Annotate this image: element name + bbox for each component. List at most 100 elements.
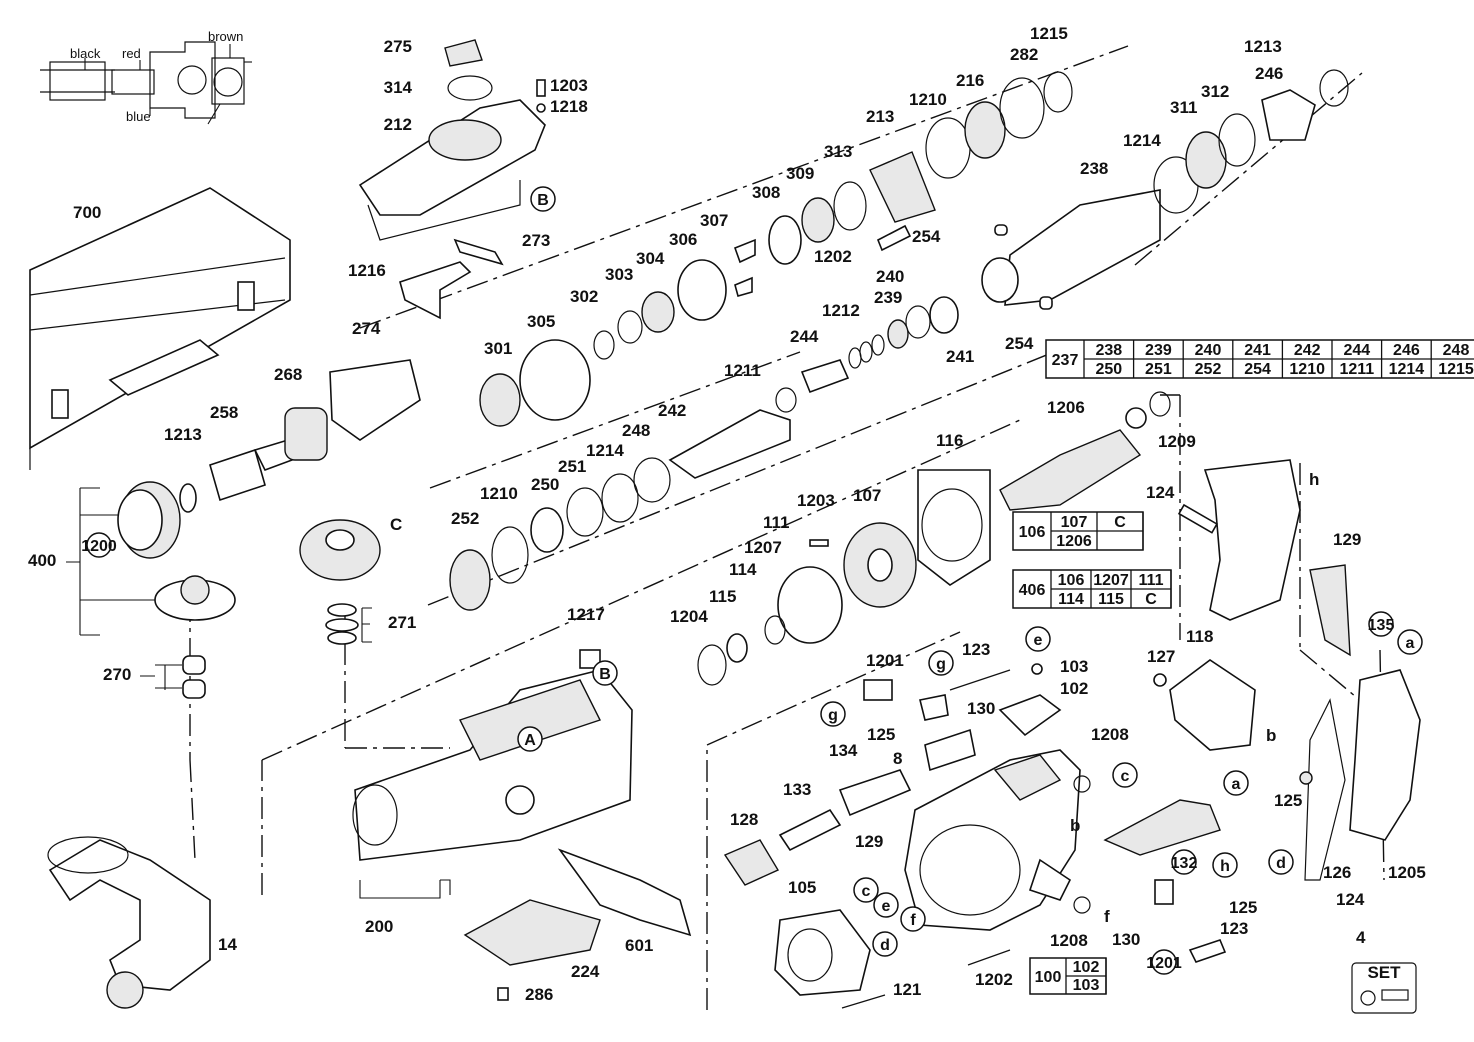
- callout-circle: [86, 532, 112, 558]
- callout-label: 1208: [1091, 725, 1129, 744]
- callout-label: 258: [210, 403, 238, 422]
- callout-circle: [517, 726, 543, 752]
- table-cell: 1210: [1289, 361, 1325, 378]
- callout-circle: [928, 650, 954, 676]
- callout-circle: [1397, 629, 1423, 655]
- callout-label: 126: [1323, 863, 1351, 882]
- table-cell: 1215: [1438, 361, 1474, 378]
- callout-label: 282: [1010, 45, 1038, 64]
- table-head-cell: 106: [1019, 524, 1046, 541]
- callout-label: 254: [912, 227, 941, 246]
- callout-label: 305: [527, 312, 555, 331]
- callout-label: e: [1034, 632, 1043, 649]
- table-cell: 244: [1343, 342, 1370, 359]
- callout-label: d: [880, 937, 890, 954]
- callout-label: 128: [730, 810, 758, 829]
- wire-label-black: black: [70, 46, 101, 61]
- callout-label: 309: [786, 164, 814, 183]
- callout-label: 127: [1147, 647, 1175, 666]
- callout-circle: [592, 660, 618, 686]
- callout-label: 1208: [1050, 931, 1088, 950]
- callout-label: a: [1406, 635, 1415, 652]
- callout-label: 125: [867, 725, 895, 744]
- callout-label: 1207: [744, 538, 782, 557]
- callout-label: 107: [853, 486, 881, 505]
- callout-label: 118: [1186, 627, 1213, 646]
- callout-label: 1205: [1388, 863, 1426, 882]
- wire-label-brown: brown: [208, 29, 243, 44]
- callout-label: 124: [1336, 890, 1365, 909]
- callout-circle: [1151, 949, 1177, 975]
- callout-label: 274: [352, 319, 381, 338]
- callout-label: 306: [669, 230, 697, 249]
- callout-label: 252: [451, 509, 479, 528]
- table-cell: 246: [1393, 342, 1420, 359]
- table-cell: 1206: [1056, 533, 1092, 550]
- callout-circle: [820, 701, 846, 727]
- callout-circle: [853, 877, 879, 903]
- callout-label: 400: [28, 551, 56, 570]
- callout-label: 254: [1005, 334, 1034, 353]
- callout-label: 313: [824, 142, 852, 161]
- side-handle: [47, 836, 211, 1009]
- gear-housing: [352, 649, 692, 1001]
- callout-label: 700: [73, 203, 101, 222]
- callout-label: 102: [1060, 679, 1088, 698]
- callout-label: 271: [388, 613, 416, 632]
- callout-label: 240: [876, 267, 904, 286]
- callout-circle: [1025, 626, 1051, 652]
- callout-label: 601: [625, 936, 653, 955]
- table-cell: 115: [1098, 591, 1124, 608]
- callout-label: g: [936, 656, 946, 673]
- callout-label: 216: [956, 71, 984, 90]
- callout-label: 250: [531, 475, 559, 494]
- callout-circle: [1368, 611, 1394, 637]
- callout-label: 105: [788, 878, 816, 897]
- callout-label: d: [1276, 855, 1286, 872]
- table-cell: C: [1145, 591, 1157, 608]
- table-cell: 252: [1195, 361, 1222, 378]
- callout-label: 1217: [567, 605, 605, 624]
- callout-label: 1216: [348, 261, 386, 280]
- set-badge: [1351, 962, 1417, 1014]
- callout-label: 246: [1255, 64, 1283, 83]
- motor-group: [697, 391, 1171, 686]
- table-cell: 111: [1139, 572, 1164, 589]
- table-cell: 238: [1095, 342, 1122, 359]
- table-cell: 114: [1058, 591, 1084, 608]
- callout-label: f: [1104, 907, 1110, 926]
- callout-label: 244: [790, 327, 819, 346]
- table-cell: 248: [1443, 342, 1470, 359]
- callout-label: 302: [570, 287, 598, 306]
- callout-label: 1211: [724, 361, 761, 380]
- callout-label: h: [1220, 858, 1230, 875]
- table-cell: C: [1114, 514, 1126, 531]
- callout-label: 268: [274, 365, 302, 384]
- callout-label: 213: [866, 107, 894, 126]
- callout-label: 1212: [822, 301, 860, 320]
- callout-label: 132: [1171, 855, 1198, 872]
- callout-label: A: [524, 732, 536, 749]
- callout-label: 273: [522, 231, 550, 250]
- callout-circle: [530, 186, 556, 212]
- callout-label: 111: [763, 513, 790, 532]
- callout-label: 1213: [164, 425, 202, 444]
- callout-label: 129: [1333, 530, 1361, 549]
- callout-label: B: [599, 666, 611, 683]
- carry-case: [29, 187, 291, 470]
- callout-label: 224: [571, 962, 600, 981]
- callout-label: 123: [1220, 919, 1248, 938]
- callout-circle: [1112, 762, 1138, 788]
- table-cell: 239: [1145, 342, 1172, 359]
- callout-label: 238: [1080, 159, 1108, 178]
- callout-label: 129: [855, 832, 883, 851]
- callout-label: 1215: [1030, 24, 1068, 43]
- table-head-cell: 100: [1035, 969, 1062, 986]
- table-cell: 106: [1058, 572, 1085, 589]
- callout-layer: 7004001213258268274C27027114275314212120…: [28, 24, 1426, 1004]
- callout-label: 121: [893, 980, 921, 999]
- callout-label: b: [1266, 726, 1276, 745]
